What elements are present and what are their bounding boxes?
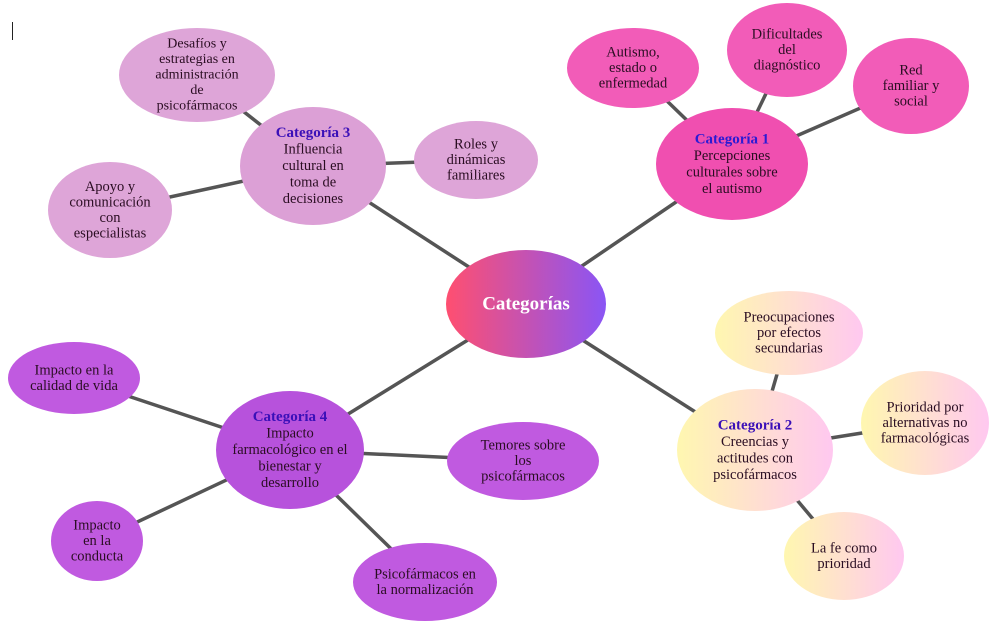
category-node-1-shape <box>656 108 808 220</box>
subtopic-3-2-line-1: Roles y <box>454 137 499 153</box>
subtopic-2-1-line-2: por efectos <box>757 325 821 341</box>
subtopic-1-1-line-1: Autismo, <box>606 45 660 61</box>
subtopic-red-familiar-y-social-shape <box>853 38 969 134</box>
subtopic-la-fe-como-prioridad-shape <box>784 512 904 600</box>
category-4-title: Categoría 4 <box>253 409 328 425</box>
subtopic-3-1-line-1: Desafíos y <box>167 37 227 52</box>
subtopic-3-1-line-3: administración <box>155 68 238 83</box>
category-3-label-line-4: decisiones <box>283 191 344 207</box>
category-2-label-line-3: psicofármacos <box>713 467 797 483</box>
subtopic-prioridad-por-alternativas-no-farmacologicas-shape <box>861 371 989 475</box>
subtopic-impacto-en-la-conducta-shape <box>51 501 143 581</box>
category-3-label-line-2: cultural en <box>282 158 344 174</box>
subtopic-1-1-line-2: estado o <box>609 60 657 76</box>
subtopic-4-3-line-2: en la <box>83 533 111 549</box>
category-3-label-line-1: Influencia <box>284 142 343 158</box>
category-2-label-line-2: actitudes con <box>717 450 794 466</box>
subtopic-2-3-line-1: La fe como <box>811 540 877 556</box>
subtopic-1-2-line-2: del <box>778 42 796 58</box>
subtopic-3-1-line-2: estrategias en <box>159 52 235 67</box>
subtopic-desafios-y-estrategias-en-administracion-de-psicofarmacos-shape <box>119 28 275 122</box>
category-4-label-line-2: farmacológico en el <box>232 442 347 458</box>
category-3-title: Categoría 3 <box>276 125 351 141</box>
subtopic-1-1-line-3: enfermedad <box>599 76 668 92</box>
subtopic-1-3-line-1: Red <box>899 63 923 79</box>
subtopic-apoyo-y-comunicacion-con-especialistas-shape <box>48 162 172 258</box>
subtopic-3-1-line-4: de <box>190 83 203 98</box>
category-2-label-line-1: Creencias y <box>721 434 790 450</box>
subtopic-1-3-line-3: social <box>894 94 928 110</box>
text-cursor <box>12 22 13 40</box>
subtopic-2-2-line-3: farmacológicas <box>881 431 970 447</box>
category-4-label-line-1: Impacto <box>266 426 314 442</box>
subtopic-2-2-line-1: Prioridad por <box>887 400 964 416</box>
subtopic-4-3-line-1: Impacto <box>73 518 121 534</box>
subtopic-preocupaciones-por-efectos-secundarias-shape <box>715 291 863 375</box>
category-1-label-line-2: culturales sobre <box>686 164 777 180</box>
subtopic-psicofarmacos-en-la-normalizacion-shape <box>353 543 497 621</box>
subtopic-1-3-line-2: familiar y <box>883 78 941 94</box>
category-1-title: Categoría 1 <box>695 131 770 147</box>
subtopic-4-2-line-3: psicofármacos <box>481 469 565 485</box>
category-node-3-shape <box>240 107 386 225</box>
subtopic-impacto-en-la-calidad-de-vida-shape <box>8 342 140 414</box>
subtopic-4-4-line-2: la normalización <box>376 582 474 598</box>
category-node-2-shape <box>677 389 833 511</box>
center-node-label: Categorías <box>482 294 570 315</box>
category-1-label-line-3: el autismo <box>702 181 762 197</box>
subtopic-4-4-line-1: Psicofármacos en <box>374 566 477 582</box>
subtopic-temores-sobre-los-psicofarmacos-shape <box>447 422 599 500</box>
category-2-title: Categoría 2 <box>718 417 793 433</box>
subtopic-4-1-line-2: calidad de vida <box>30 378 118 394</box>
subtopic-3-3-line-1: Apoyo y <box>85 179 136 195</box>
subtopic-4-2-line-1: Temores sobre <box>481 438 566 454</box>
subtopic-2-1-line-1: Preocupaciones <box>744 310 835 326</box>
subtopic-3-2-line-2: dinámicas <box>447 152 506 168</box>
subtopic-autismo-estado-o-enfermedad-shape <box>567 28 699 108</box>
category-node-4-shape <box>216 391 364 509</box>
category-1-label-line-1: Percepciones <box>694 148 771 164</box>
subtopic-1-2-line-1: Dificultades <box>752 27 823 43</box>
category-4-label-line-4: desarrollo <box>261 475 319 491</box>
center-node-shape <box>446 250 606 358</box>
subtopic-1-2-line-3: diagnóstico <box>754 58 821 74</box>
subtopic-4-1-line-1: Impacto en la <box>35 362 114 378</box>
subtopic-3-2-line-3: familiares <box>447 168 505 184</box>
center-node: Categorías <box>446 250 606 358</box>
subtopic-dificultades-del-diagnostico-shape <box>727 3 847 97</box>
subtopic-roles-y-dinamicas-familiares-shape <box>414 121 538 199</box>
subtopic-3-3-line-2: comunicación <box>69 194 151 210</box>
subtopic-2-2-line-2: alternativas no <box>883 415 968 431</box>
category-3-label-line-3: toma de <box>290 175 336 191</box>
subtopic-3-3-line-4: especialistas <box>74 225 147 241</box>
subtopic-3-1-line-5: psicofármacos <box>157 99 238 114</box>
subtopic-4-2-line-2: los <box>515 453 532 469</box>
subtopic-2-3-line-2: prioridad <box>817 556 871 572</box>
category-4-label-line-3: bienestar y <box>258 459 322 475</box>
subtopic-3-3-line-3: con <box>100 210 122 226</box>
subtopic-2-1-line-3: secundarias <box>755 341 823 357</box>
subtopic-4-3-line-3: conducta <box>71 549 124 565</box>
